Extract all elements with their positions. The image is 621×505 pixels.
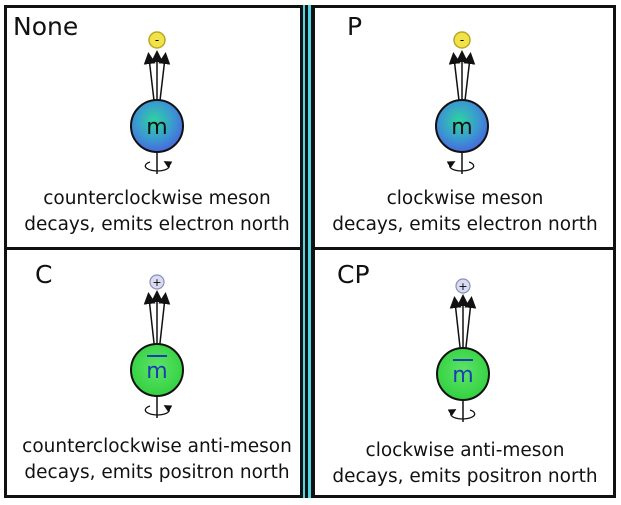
panel-cp: CP + m clockwise anti-meson decays, emit…: [315, 250, 615, 495]
meson-symbol: m: [146, 115, 167, 140]
antimeson-symbol: m: [146, 359, 167, 384]
panel-label: None: [13, 12, 79, 41]
right-divider: [312, 247, 616, 250]
caption-line-1: counterclockwise anti-meson: [22, 436, 292, 457]
caption: clockwise anti-meson decays, emits posit…: [315, 438, 615, 490]
caption-line-1: counterclockwise meson: [43, 188, 271, 209]
electron-sign: -: [460, 33, 464, 47]
meson-diagram: - m: [130, 31, 184, 174]
electron-icon: [148, 31, 166, 49]
panel-c: C + m counterclockwise anti-meson decays…: [7, 250, 307, 495]
caption-line-2: decays, emits positron north: [24, 462, 290, 483]
rotation-arrow-icon: [447, 409, 476, 420]
electron-icon: [453, 31, 471, 49]
panel-none: None - m counterclockwise meson decays, …: [7, 8, 307, 253]
caption-line-2: decays, emits electron north: [332, 214, 598, 235]
rotation-arrow-icon: [144, 161, 173, 172]
positron-icon: [149, 274, 165, 290]
caption-line-2: decays, emits electron north: [24, 214, 290, 235]
caption: counterclockwise meson decays, emits ele…: [7, 186, 307, 238]
electron-sign: -: [155, 33, 159, 47]
positron-sign: +: [458, 280, 467, 293]
caption: clockwise meson decays, emits electron n…: [315, 186, 615, 238]
panel-label: C: [35, 260, 53, 289]
panel-label: CP: [337, 260, 370, 289]
rotation-arrow-icon: [446, 161, 475, 172]
panel-label: P: [347, 12, 363, 41]
left-divider: [4, 247, 307, 250]
mirror-center-line: [305, 5, 308, 498]
caption-line-2: decays, emits positron north: [332, 466, 598, 487]
meson-symbol: m: [451, 115, 472, 140]
antimeson-diagram: + m: [130, 274, 184, 418]
antimeson-symbol: m: [452, 363, 473, 388]
positron-icon: [455, 278, 471, 294]
caption-line-1: clockwise meson: [386, 188, 544, 209]
caption-line-1: clockwise anti-meson: [365, 440, 565, 461]
panel-p: P - m clockwise meson decays, emits elec…: [315, 8, 615, 253]
caption: counterclockwise anti-meson decays, emit…: [7, 434, 307, 486]
rotation-arrow-icon: [144, 405, 173, 416]
positron-sign: +: [152, 276, 161, 289]
antimeson-diagram: + m: [436, 278, 490, 422]
meson-diagram: - m: [435, 31, 489, 174]
